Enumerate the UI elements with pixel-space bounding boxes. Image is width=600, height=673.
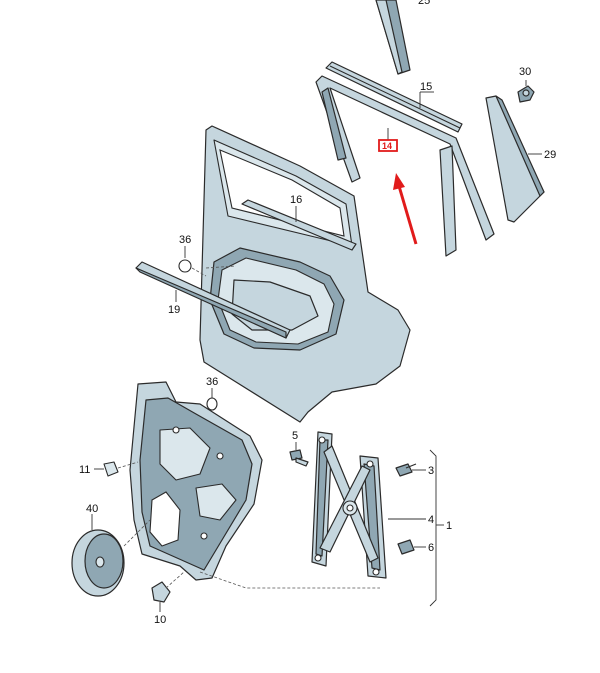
callout-40[interactable]: 40: [86, 503, 98, 515]
plug-10: [151, 581, 171, 603]
callout-25[interactable]: 25: [418, 0, 430, 7]
callout-4[interactable]: 4: [428, 514, 434, 526]
o-ring-36-upper: [178, 259, 192, 273]
window-regulator: [311, 431, 387, 579]
highlight-marker[interactable]: 14: [378, 128, 398, 152]
regulator-carrier-plate: [129, 381, 263, 581]
door-shell: [199, 125, 411, 423]
clip-30: [517, 85, 535, 103]
callout-6[interactable]: 6: [428, 542, 434, 554]
callout-14: 14: [382, 141, 392, 151]
callout-1[interactable]: 1: [446, 520, 452, 532]
cover-disc-40: [71, 529, 125, 597]
bolt-5: [289, 449, 309, 467]
window-channel-seal-15: [325, 61, 463, 133]
callout-15[interactable]: 15: [420, 81, 432, 93]
triangle-trim-29: [485, 95, 545, 223]
o-ring-36-lower: [206, 397, 218, 411]
callout-11[interactable]: 11: [79, 464, 90, 476]
clip-11: [103, 461, 119, 477]
callout-36-upper[interactable]: 36: [179, 234, 191, 246]
screw-6: [397, 539, 415, 555]
callout-19[interactable]: 19: [168, 304, 180, 316]
callout-3[interactable]: 3: [428, 465, 434, 477]
assembly-bracket-1: [429, 449, 444, 607]
pillar-trim-25: [375, 0, 411, 75]
screw-3: [395, 463, 417, 477]
callout-10[interactable]: 10: [154, 614, 166, 626]
belt-strip-19: [135, 261, 291, 339]
red-indicator-arrow: [393, 173, 418, 245]
callout-30[interactable]: 30: [519, 66, 531, 78]
callout-36-lower[interactable]: 36: [206, 376, 218, 388]
callout-5[interactable]: 5: [292, 430, 298, 442]
glass-run-frame-14: [315, 75, 495, 257]
callout-16[interactable]: 16: [290, 194, 302, 206]
inner-seal-16: [241, 199, 357, 251]
callout-29[interactable]: 29: [544, 149, 556, 161]
